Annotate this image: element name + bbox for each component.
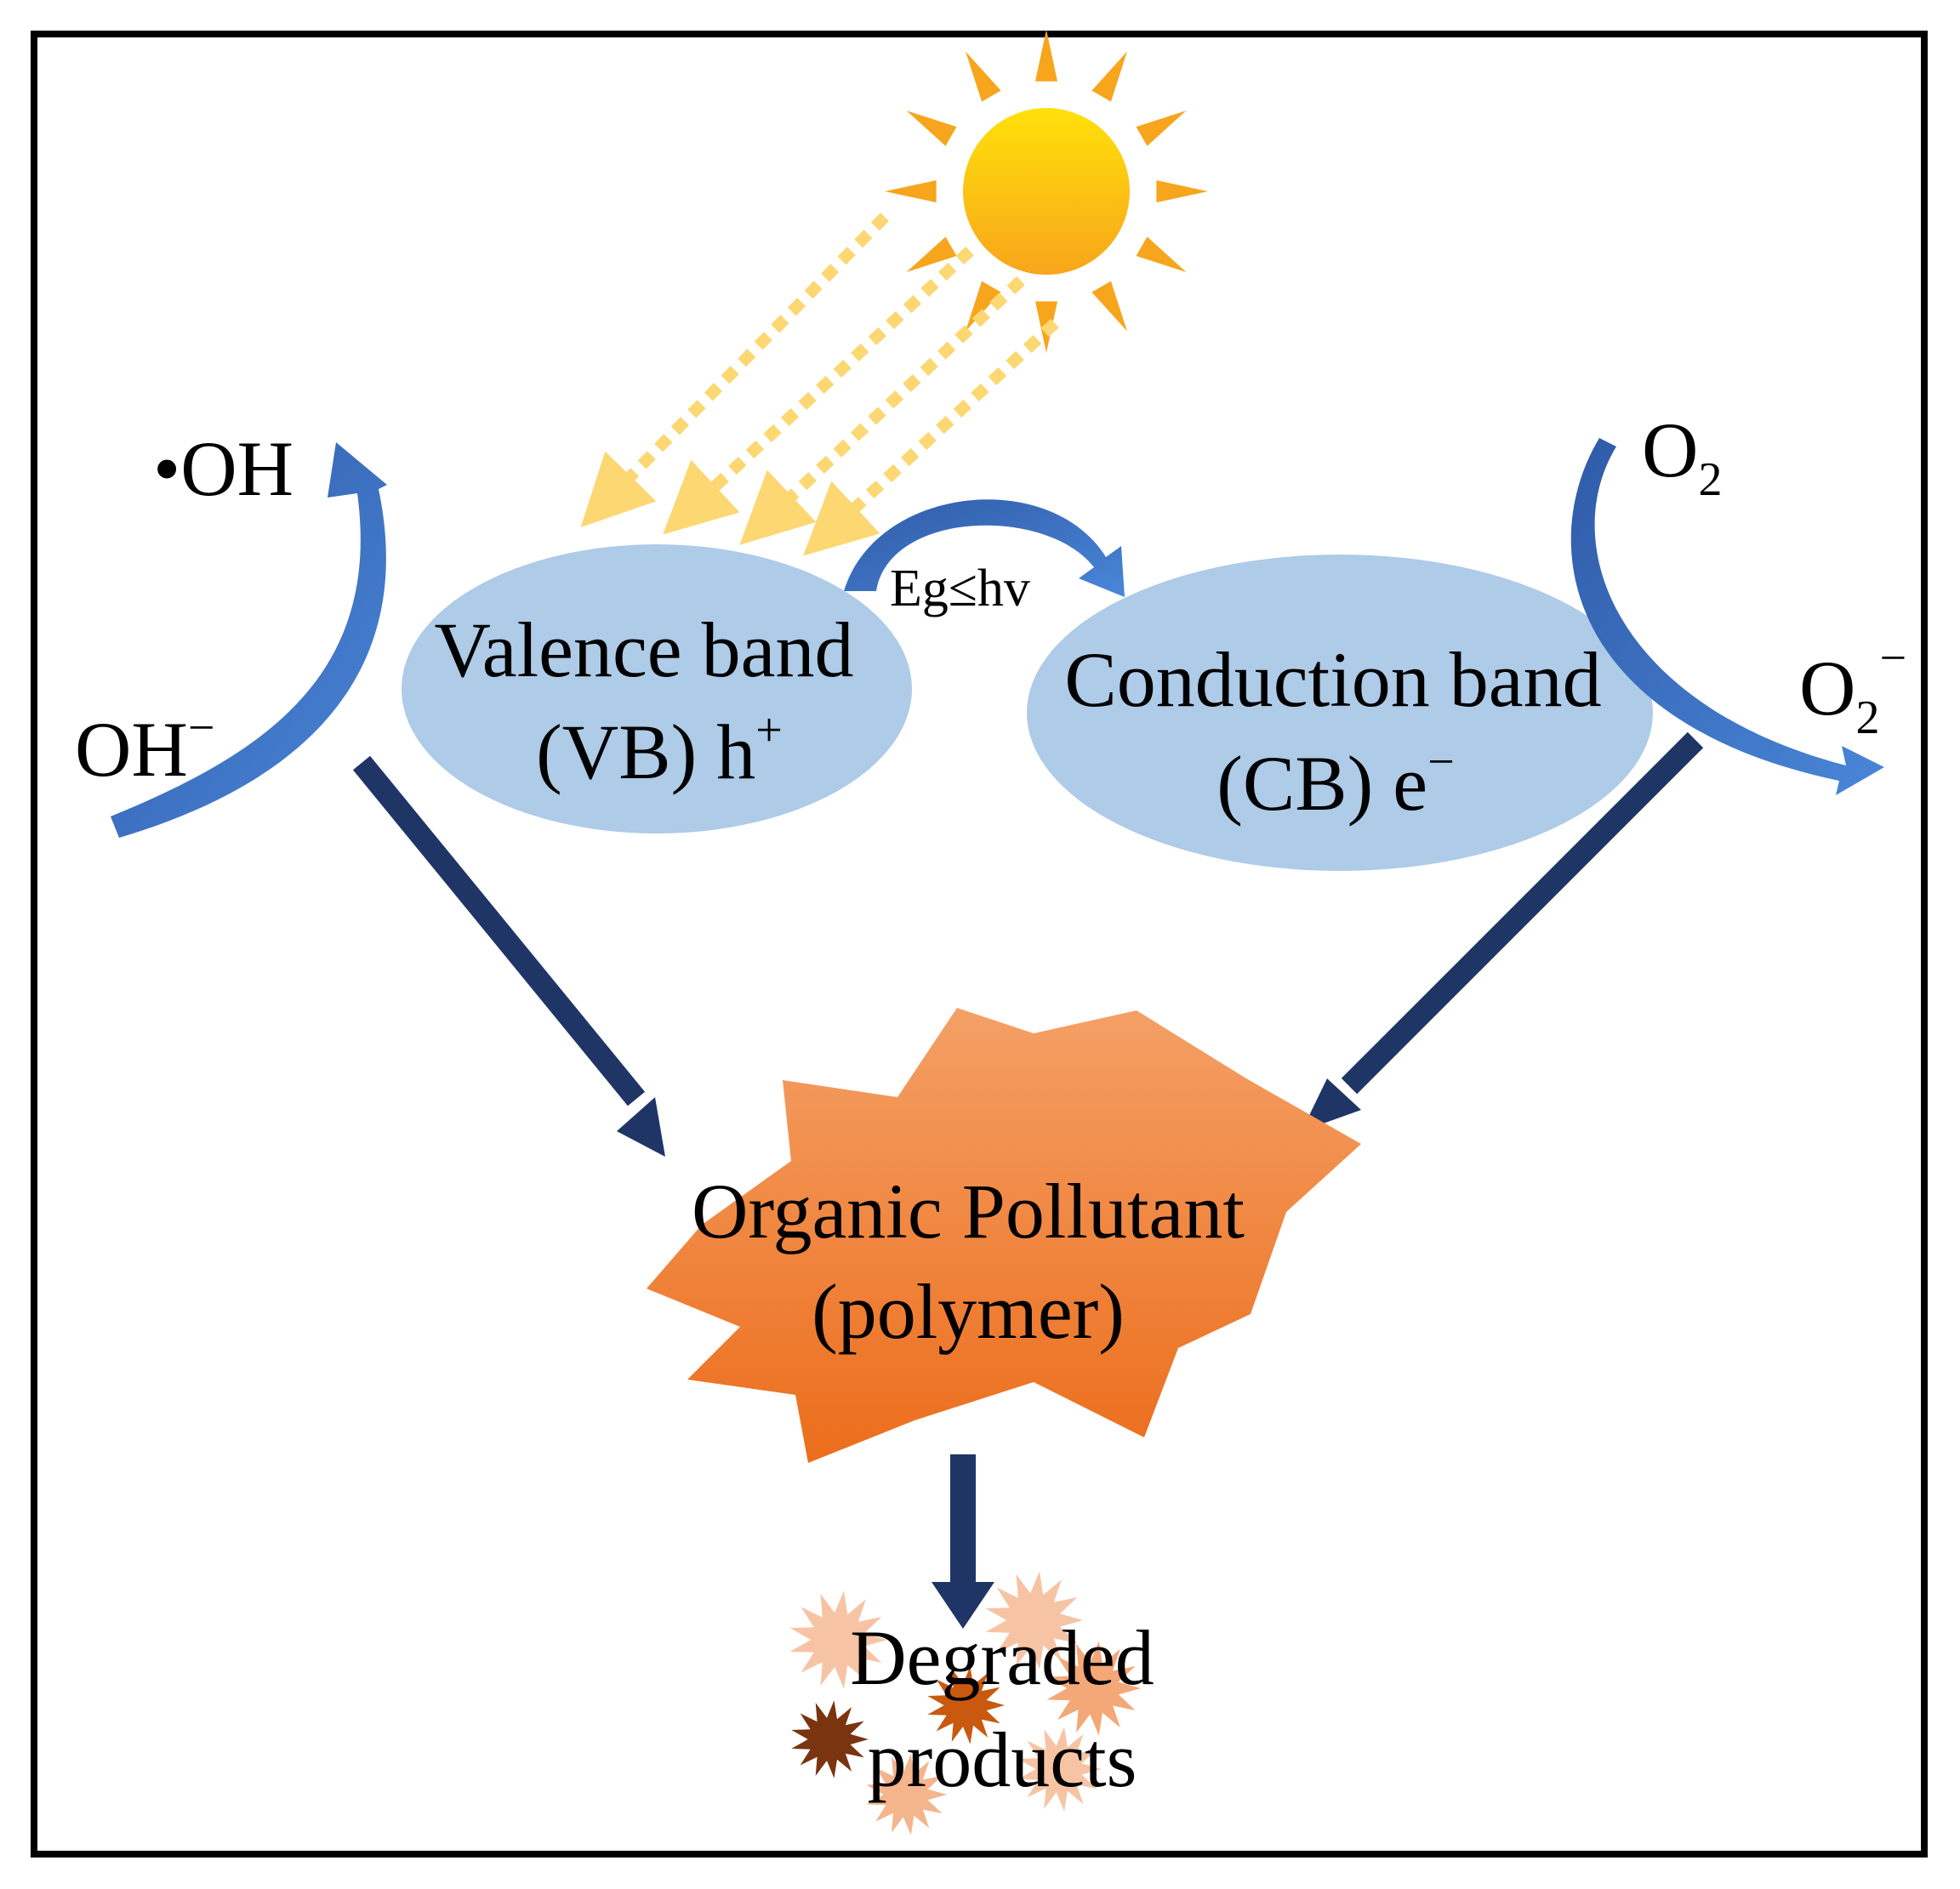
bandgap-label: Eg≤hv — [890, 560, 1030, 617]
sun-ray — [1091, 281, 1127, 332]
sun-icon — [885, 30, 1208, 353]
sun-ray — [906, 236, 957, 272]
light-ray-1 — [580, 213, 890, 528]
cb-to-pollutant-shaft — [1341, 731, 1704, 1095]
product-starburst-icon — [985, 1571, 1083, 1670]
bandgap-arrow-icon — [844, 499, 1125, 597]
hydroxide-label: OH− — [75, 702, 214, 793]
pollutant-line2: (polymer) — [812, 1268, 1125, 1355]
light-rays — [580, 213, 1059, 556]
valence-band-line1: Valence band — [435, 606, 854, 693]
sun-ray — [1136, 236, 1187, 272]
product-starburst-icon — [1046, 1641, 1141, 1736]
frame-border — [31, 31, 1928, 1858]
product-starburst-icon — [927, 1666, 1005, 1744]
valence-band-line2: (VB) h+ — [536, 704, 783, 795]
hydroxyl-radical-label: •OH — [153, 425, 293, 512]
sun-ray — [1156, 180, 1208, 202]
conduction-band-line1: Conduction band — [1064, 636, 1601, 723]
conduction-band-ellipse — [1027, 555, 1653, 871]
sun-ray — [885, 180, 937, 202]
product-starburst-icon — [1017, 1727, 1102, 1812]
pollutant-to-products-head — [932, 1582, 994, 1629]
vb-to-pollutant-head — [617, 1097, 665, 1157]
light-ray-4 — [803, 318, 1059, 556]
superoxide-label: O2− — [1799, 632, 1906, 744]
conduction-band-line2: (CB) e− — [1216, 736, 1454, 827]
sun-ray — [1136, 111, 1187, 146]
oxygen-arrow-icon — [1570, 438, 1884, 795]
product-starburst-icon — [866, 1754, 947, 1835]
sun-ray — [1035, 30, 1057, 82]
sun-ray — [1091, 51, 1127, 102]
light-ray-3 — [739, 276, 1025, 545]
vb-to-pollutant-shaft — [352, 755, 646, 1107]
oxygen-label: O2 — [1642, 407, 1722, 506]
products-line2: products — [868, 1716, 1137, 1803]
sun-ray — [966, 51, 1001, 102]
products-line1: Degraded — [850, 1614, 1154, 1701]
pollutant-line1: Organic Pollutant — [692, 1168, 1245, 1255]
product-starburst-icon — [789, 1590, 887, 1689]
light-ray-2 — [663, 246, 974, 535]
valence-band-ellipse — [402, 544, 912, 834]
sun-ray — [906, 111, 957, 146]
product-starburst-icon — [791, 1700, 869, 1778]
degraded-products-cluster — [789, 1571, 1141, 1835]
straight-arrow-icon — [352, 731, 1704, 1629]
hydroxide-arrow-icon — [111, 442, 387, 838]
pollutant-starburst-icon — [647, 1008, 1361, 1463]
sun-core — [963, 108, 1130, 275]
cb-to-pollutant-head — [1302, 1078, 1361, 1131]
